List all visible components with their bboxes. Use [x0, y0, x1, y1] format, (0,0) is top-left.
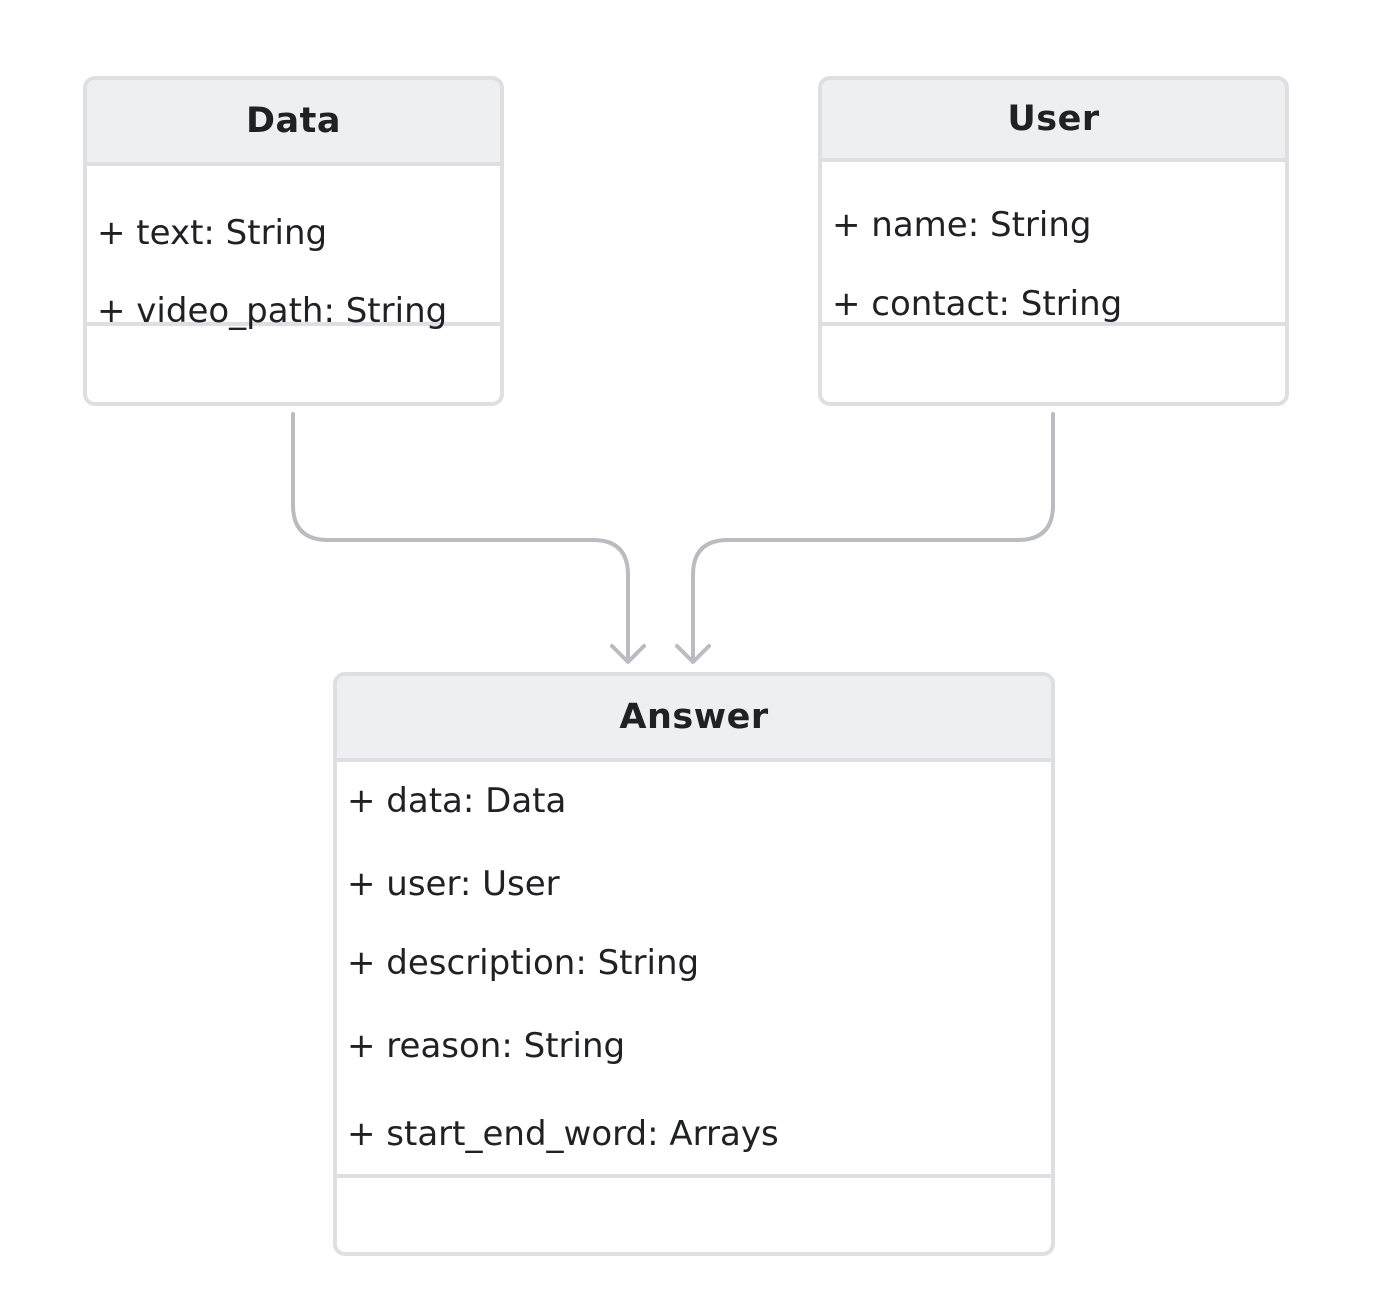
attribute: + reason: String	[347, 1026, 626, 1066]
attribute: + description: String	[347, 943, 700, 983]
class-data-attributes: + text: String + video_path: String	[87, 166, 500, 331]
class-user-name: User	[1007, 99, 1100, 139]
data-to-answer-arrowhead	[610, 644, 646, 664]
attribute: + video_path: String	[97, 291, 448, 331]
class-answer-header: Answer	[337, 676, 1051, 762]
class-data-name: Data	[245, 101, 342, 141]
attribute: + user: User	[347, 864, 560, 904]
class-answer-attributes: + data: Data + user: User + description:…	[337, 762, 1051, 1178]
class-data-header: Data	[87, 80, 500, 166]
attribute: + start_end_word: Arrays	[347, 1114, 779, 1154]
attribute: + contact: String	[832, 284, 1123, 324]
data-to-answer-connector	[291, 412, 630, 662]
class-user-header: User	[822, 80, 1285, 162]
user-to-answer-connector	[691, 412, 1055, 662]
attribute: + name: String	[832, 205, 1092, 245]
attribute: + text: String	[97, 213, 328, 253]
class-user[interactable]: User + name: String + contact: String	[818, 76, 1289, 406]
class-data[interactable]: Data + text: String + video_path: String	[83, 76, 504, 406]
class-answer[interactable]: Answer + data: Data + user: User + descr…	[333, 672, 1055, 1256]
class-answer-name: Answer	[619, 697, 769, 737]
class-user-attributes: + name: String + contact: String	[822, 162, 1285, 326]
attribute: + data: Data	[347, 781, 567, 821]
user-to-answer-arrowhead	[675, 644, 711, 664]
